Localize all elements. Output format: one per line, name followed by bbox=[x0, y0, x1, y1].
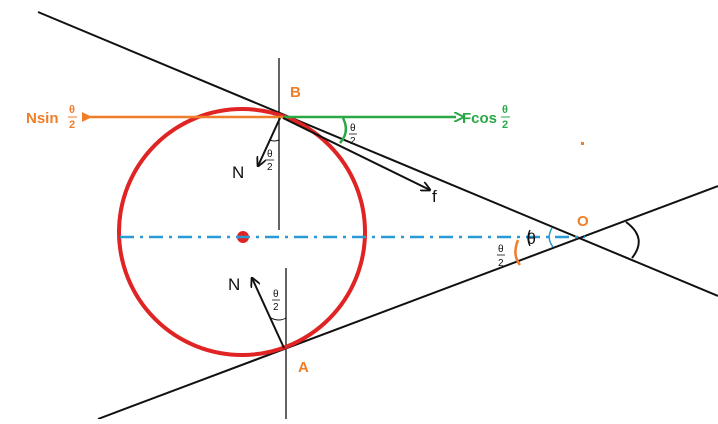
normal-arrow-a bbox=[252, 278, 285, 349]
point-a-label: A bbox=[298, 359, 309, 376]
friction-arrow bbox=[282, 117, 430, 190]
normal-b-angle-arc bbox=[269, 139, 280, 142]
orange-arc-denominator: 2 bbox=[498, 258, 504, 269]
opening-theta-label: θ bbox=[527, 231, 536, 248]
nsin-denominator: 2 bbox=[69, 119, 75, 131]
friction-label: f bbox=[432, 187, 437, 206]
green-angle-arc bbox=[339, 117, 348, 144]
fcos-denominator: 2 bbox=[502, 119, 508, 131]
fcos-theta: θ bbox=[502, 104, 508, 116]
orange-arc-theta: θ bbox=[498, 244, 504, 255]
normal-a-denominator: 2 bbox=[273, 302, 279, 313]
normal-b-label: N bbox=[232, 163, 244, 182]
lower-tangent-line bbox=[97, 185, 718, 420]
normal-b-theta: θ bbox=[267, 149, 273, 160]
orange-dot bbox=[581, 142, 584, 145]
fcos-label: Fcos bbox=[462, 110, 497, 127]
upper-tangent-line bbox=[37, 11, 718, 297]
normal-a-theta: θ bbox=[273, 289, 279, 300]
green-arc-theta: θ bbox=[350, 123, 356, 134]
green-arc-denominator: 2 bbox=[350, 136, 356, 147]
normal-b-denominator: 2 bbox=[267, 162, 273, 173]
normal-arrow-b bbox=[258, 117, 281, 166]
point-b-label: B bbox=[290, 84, 301, 101]
theta-arc-black bbox=[527, 229, 531, 247]
normal-a-angle-arc bbox=[270, 317, 287, 321]
orange-angle-arc bbox=[514, 239, 522, 266]
normal-a-label: N bbox=[228, 275, 240, 294]
cylinder-circle bbox=[117, 107, 367, 357]
theta-arc-blue bbox=[548, 227, 554, 248]
opening-angle-arc bbox=[625, 221, 640, 259]
nsin-label: Nsin bbox=[26, 110, 59, 127]
nsin-theta: θ bbox=[69, 104, 75, 116]
point-o-label: O bbox=[577, 213, 589, 230]
